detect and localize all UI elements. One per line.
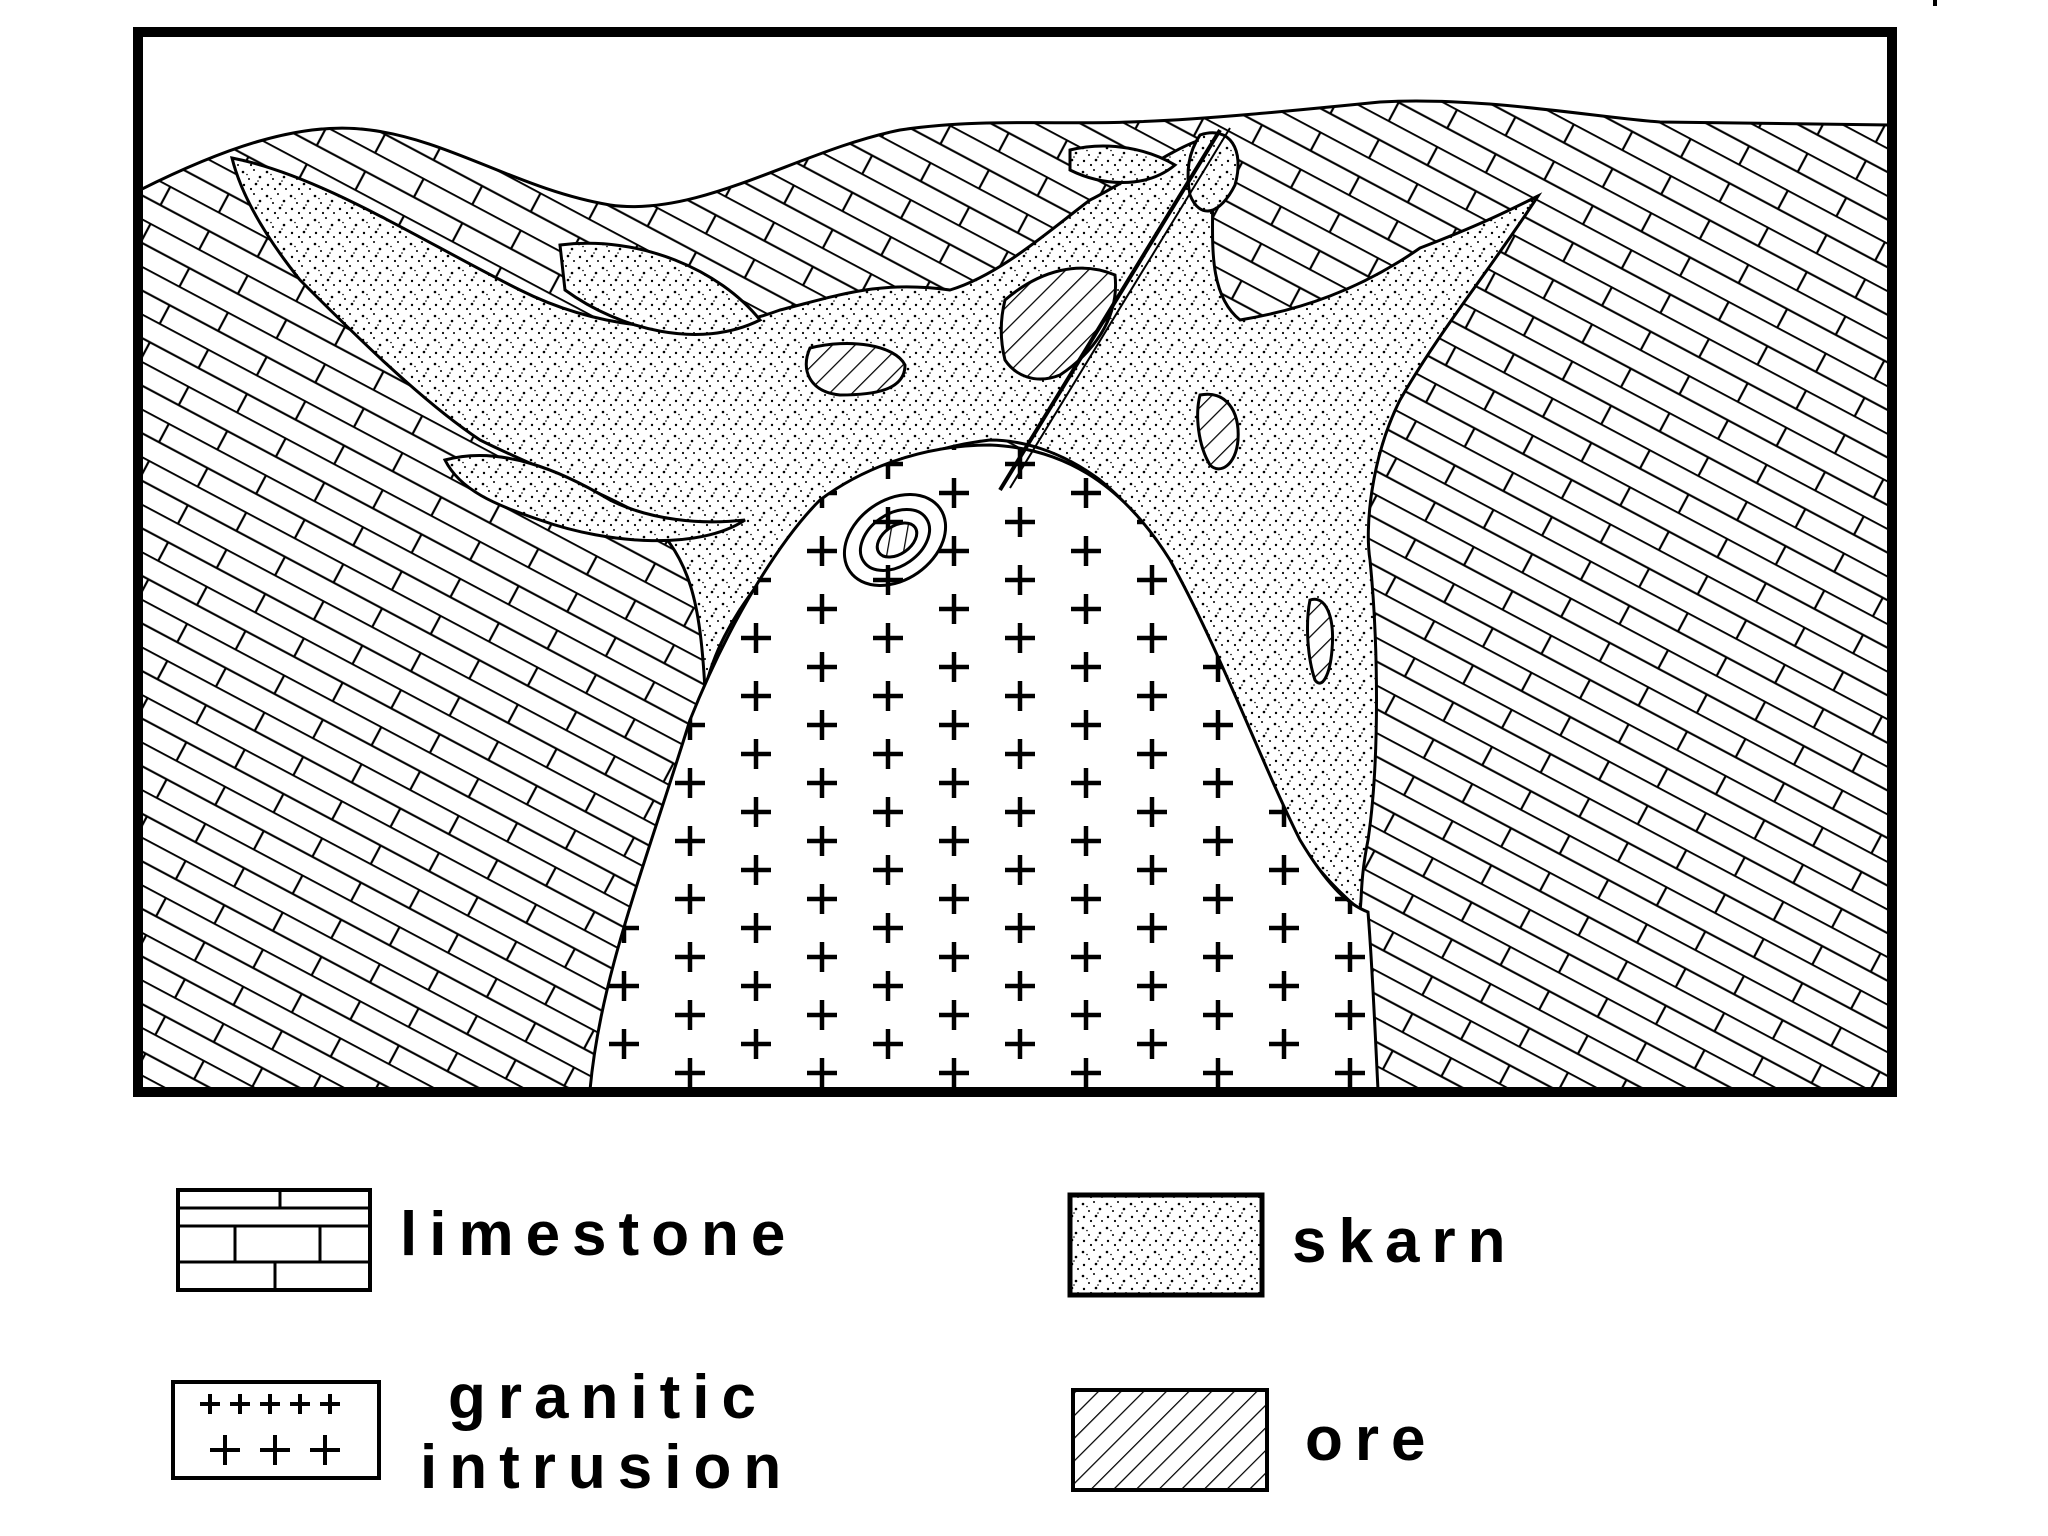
brick-pattern-lines: [178, 1190, 370, 1290]
diagonal-hatch-icon: [1071, 1388, 1269, 1492]
diagram-frame: [133, 27, 1897, 1097]
legend-label-intrusion: intrusion: [420, 1433, 793, 1502]
ore-pod: [1306, 597, 1335, 685]
ore-pod: [804, 342, 907, 397]
skarn-tongue: [558, 241, 763, 336]
skarn-zone: [229, 138, 1543, 913]
cross-section: [140, 99, 1890, 1090]
fault-line: [1009, 127, 1231, 489]
skarn-ring: [842, 493, 948, 587]
legend-label-granitic: granitic: [448, 1363, 768, 1432]
legend-item-limestone: limestone: [176, 1188, 797, 1292]
legend-label-ore: ore: [1305, 1405, 1437, 1474]
legend-label-skarn: skarn: [1292, 1207, 1517, 1276]
ore-lens: [875, 521, 919, 559]
ore-pod: [1196, 392, 1240, 471]
skarn-tongue: [1186, 131, 1240, 213]
fault-line: [998, 128, 1222, 492]
legend-item-granitic-intrusion: granitic intrusion: [171, 1363, 793, 1502]
stipple-pattern-icon: [1067, 1192, 1265, 1298]
plus-pattern-marks: [200, 1394, 340, 1465]
skarn-tongue: [442, 454, 746, 543]
skarn-ring: [858, 508, 932, 572]
skarn-tongue: [1068, 144, 1178, 184]
legend-item-skarn: skarn: [1067, 1192, 1517, 1298]
granitic-intrusion: [588, 443, 1380, 1090]
legend-label-limestone: limestone: [400, 1200, 797, 1269]
legend: limestone skarn granitic intrusion: [171, 1188, 1517, 1502]
legend-item-ore: ore: [1071, 1388, 1437, 1492]
